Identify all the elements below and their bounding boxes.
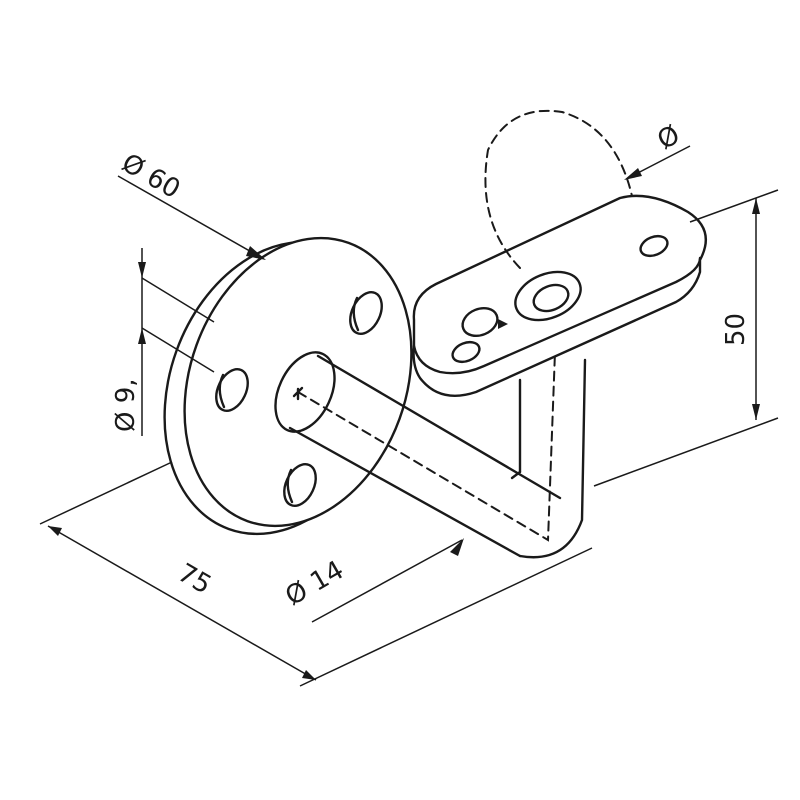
saddle-plate xyxy=(412,109,708,397)
dim-plate-diameter: Ø 60 xyxy=(117,148,266,260)
hole-diameter-label: Ø 9, xyxy=(111,378,141,432)
center-mark xyxy=(292,386,304,401)
plate-hole-left xyxy=(215,368,249,412)
arm-bend-outer xyxy=(518,358,587,559)
bracket-arm xyxy=(288,351,587,559)
stem-diameter-label: Ø 14 xyxy=(281,555,350,612)
dim-rail-diameter: Ø xyxy=(624,120,691,180)
saddle-thickness-edge xyxy=(412,256,702,375)
plate-hole-bottom xyxy=(283,463,317,507)
saddle-center-hole xyxy=(532,283,570,313)
arm-bottom-edge xyxy=(288,426,522,558)
stem-socket xyxy=(274,351,336,433)
saddle-rotation-mark xyxy=(461,306,499,338)
arm-top-edge xyxy=(316,354,562,500)
handrail-outline xyxy=(484,109,633,269)
projection-length-label: 75 xyxy=(173,558,217,601)
plate-diameter-label: Ø 60 xyxy=(117,148,186,205)
dim-stem-diameter: Ø 14 xyxy=(281,538,464,623)
arm-center-line xyxy=(297,351,556,542)
plate-hole-top xyxy=(349,291,383,335)
wall-plate xyxy=(163,236,413,536)
saddle-hole-right xyxy=(639,234,669,258)
arm-inner-corner xyxy=(510,470,522,480)
height-label: 50 xyxy=(721,313,751,346)
dim-hole-diameter: Ø 9, xyxy=(111,248,215,436)
saddle-hole-left xyxy=(451,340,481,364)
dim-height: 50 xyxy=(593,189,779,487)
